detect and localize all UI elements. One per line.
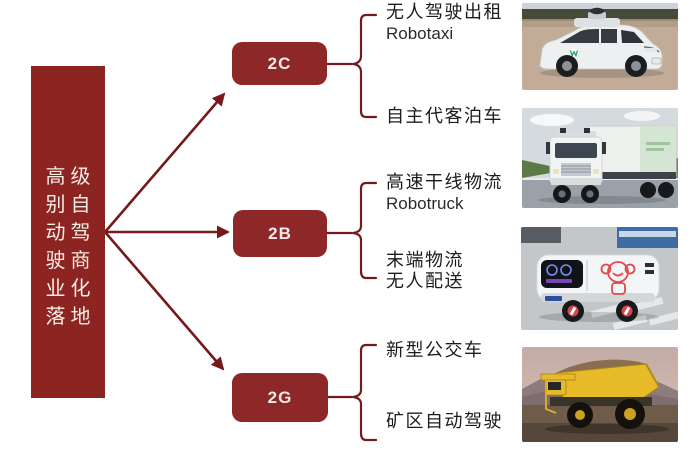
arrow-to-2g	[104, 231, 225, 371]
outcome-new-bus: 新型公交车	[386, 340, 536, 361]
brace-lines	[325, 13, 378, 442]
root-label-row: 高级	[45, 166, 96, 188]
branch-box-label: 2B	[268, 223, 292, 243]
brace-2b	[352, 181, 378, 280]
outcome-line: 矿区自动驾驶	[386, 411, 503, 431]
branch-box-2c: 2C	[232, 42, 327, 85]
outcome-line: 无人配送	[386, 271, 464, 291]
root-label-row: 驶商	[45, 250, 96, 272]
outcome-mining-autonomy: 矿区自动驾驶	[386, 411, 536, 432]
brace-2c	[352, 13, 378, 119]
brace-2g	[352, 343, 378, 442]
outcome-line: 末端物流	[386, 250, 464, 270]
root-node: 高级 别自 动驾 驶商 业化 落地	[31, 66, 105, 398]
root-label-row: 业化	[45, 278, 96, 300]
delivery-robot-photo	[521, 227, 678, 330]
outcome-valet-parking: 自主代客泊车	[386, 106, 536, 127]
outcome-line: Robotaxi	[386, 24, 454, 43]
arrow-to-2c	[104, 92, 226, 233]
branch-box-2g: 2G	[232, 373, 328, 422]
robotruck-semi-photo	[522, 108, 678, 208]
robotaxi-minivan-photo	[522, 3, 678, 90]
outcome-last-mile-delivery: 末端物流 无人配送	[386, 250, 536, 292]
outcome-robotaxi: 无人驾驶出租 Robotaxi	[386, 2, 536, 44]
outcome-line: 新型公交车	[386, 340, 484, 360]
arrow-lines	[104, 92, 230, 371]
mining-truck-photo	[522, 347, 678, 442]
root-label-row: 动驾	[45, 222, 96, 244]
outcome-line: 高速干线物流	[386, 172, 503, 192]
branch-box-label: 2C	[267, 53, 292, 73]
branch-box-2b: 2B	[233, 210, 327, 257]
root-label-row: 别自	[45, 194, 96, 216]
outcome-line: Robotruck	[386, 194, 464, 213]
outcome-line: 自主代客泊车	[386, 106, 503, 126]
root-label-row: 落地	[45, 306, 96, 328]
outcome-robotruck: 高速干线物流 Robotruck	[386, 172, 536, 214]
outcome-line: 无人驾驶出租	[386, 2, 503, 22]
branch-box-label: 2G	[267, 387, 293, 407]
root-node-label: 高级 别自 动驾 驶商 业化 落地	[31, 163, 105, 331]
